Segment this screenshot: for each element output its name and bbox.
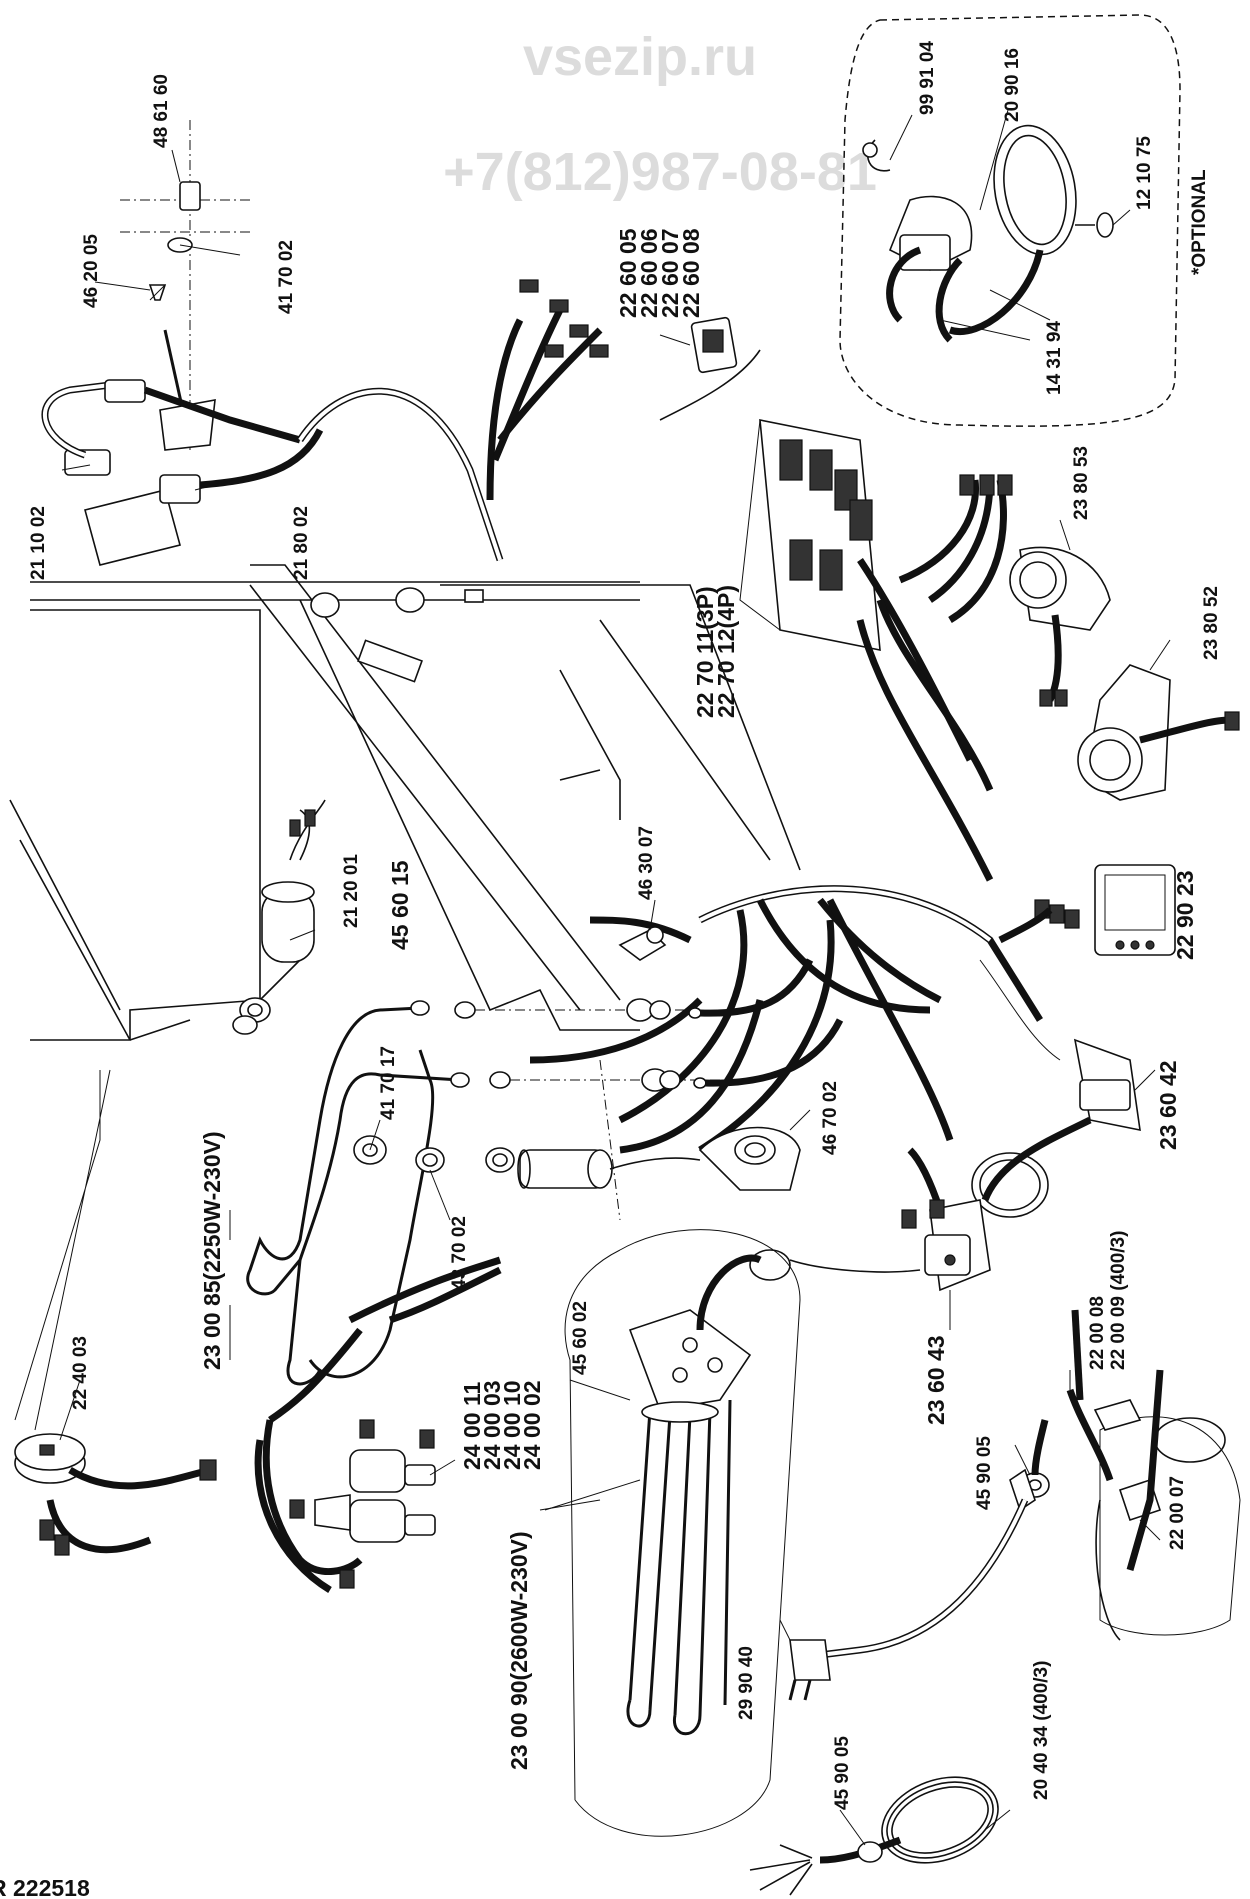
- label-45-90-05-b: 45 90 05: [832, 1736, 853, 1810]
- label-12-10-75: 12 10 75: [1134, 136, 1155, 210]
- tube-heating-element: [246, 926, 844, 1386]
- label-22-60-06: 22 60 06: [636, 228, 662, 318]
- label-99-91-04: 99 91 04: [917, 41, 938, 115]
- immersion-heating-element: [564, 1229, 801, 1837]
- fan-motors: [1009, 546, 1240, 801]
- label-23-80-53: 23 80 53: [1071, 446, 1092, 520]
- label-22-70-12: 22 70 12(4P): [713, 585, 739, 718]
- label-46-70-02: 46 70 02: [820, 1081, 841, 1155]
- label-22-40-03: 22 40 03: [70, 1336, 91, 1410]
- power-cables: [749, 1419, 1050, 1896]
- label-22-00-08: 22 00 08: [1087, 1296, 1108, 1370]
- label-22-60-08: 22 60 08: [678, 228, 704, 318]
- label-22-00-07: 22 00 07: [1167, 1476, 1188, 1550]
- optional-kit: [839, 14, 1181, 427]
- label-46-20-05: 46 20 05: [81, 234, 102, 308]
- upper-wiring-harness: [297, 279, 609, 562]
- label-22-60-05: 22 60 05: [615, 228, 641, 318]
- terminal-blocks: [1066, 1309, 1241, 1641]
- label-24-00-02: 24 00 02: [519, 1380, 545, 1470]
- label-24-00-10: 24 00 10: [499, 1380, 525, 1470]
- label-20-90-16: 20 90 16: [1002, 48, 1023, 122]
- control-switch-block: [659, 316, 1013, 882]
- label-21-20-01: 21 20 01: [341, 854, 362, 928]
- thermostat-probe: [517, 1059, 801, 1221]
- solenoid-valves: [254, 1256, 502, 1594]
- label-41-70-02: 41 70 02: [276, 240, 297, 314]
- capacitor: [232, 799, 326, 1035]
- label-21-80-02: 21 80 02: [291, 506, 312, 580]
- label-22-90-23: 22 90 23: [1172, 870, 1198, 960]
- drawing-reference: R 222518: [0, 1875, 90, 1899]
- label-41-70-17: 41 70 17: [378, 1046, 399, 1120]
- label-14-31-94: 14 31 94: [1044, 321, 1065, 395]
- part-labels: 48 61 60 46 20 05 41 70 02 21 10 02 21 8…: [28, 41, 1222, 1810]
- central-wiring-harness: [529, 885, 1061, 1154]
- label-48-61-60: 48 61 60: [151, 74, 172, 148]
- optional-note: *OPTIONAL: [1189, 169, 1210, 275]
- label-22-60-07: 22 60 07: [657, 228, 683, 318]
- level-switch: [14, 1433, 217, 1556]
- label-22-00-09: 22 00 09 (400/3): [1108, 1231, 1129, 1370]
- watermark-phone: +7(812)987-08-81: [443, 142, 877, 202]
- label-24-00-11: 24 00 11: [459, 1382, 485, 1470]
- label-23-80-52: 23 80 52: [1201, 586, 1222, 660]
- label-43-70-02: 43 70 02: [449, 1216, 470, 1290]
- label-45-60-15: 45 60 15: [387, 860, 413, 950]
- label-21-10-02: 21 10 02: [28, 506, 49, 580]
- label-45-90-05-a: 45 90 05: [974, 1436, 995, 1510]
- selector-switch: [789, 1147, 991, 1292]
- label-23-60-43: 23 60 43: [923, 1335, 949, 1425]
- door-switch-assembly: [41, 120, 324, 566]
- label-20-40-34: 20 40 34 (400/3): [1031, 1661, 1052, 1800]
- label-45-60-02: 45 60 02: [570, 1301, 591, 1375]
- leader-lines: [59, 109, 1171, 1846]
- relay: [998, 864, 1176, 956]
- label-46-30-07: 46 30 07: [636, 826, 657, 900]
- label-22-70-11: 22 70 11(3P): [692, 586, 718, 718]
- pressure-switch: [971, 1038, 1141, 1218]
- label-23-00-85: 23 00 85(2250W-230V): [199, 1131, 225, 1370]
- watermark-site: vsezip.ru: [523, 27, 757, 87]
- watermark: vsezip.ru +7(812)987-08-81: [443, 27, 877, 202]
- label-29-90-40: 29 90 40: [736, 1646, 757, 1720]
- label-23-00-90: 23 00 90(2600W-230V): [506, 1531, 532, 1770]
- label-24-00-03: 24 00 03: [479, 1380, 505, 1470]
- label-23-60-42: 23 60 42: [1155, 1060, 1181, 1150]
- machine-frame: [9, 564, 801, 1431]
